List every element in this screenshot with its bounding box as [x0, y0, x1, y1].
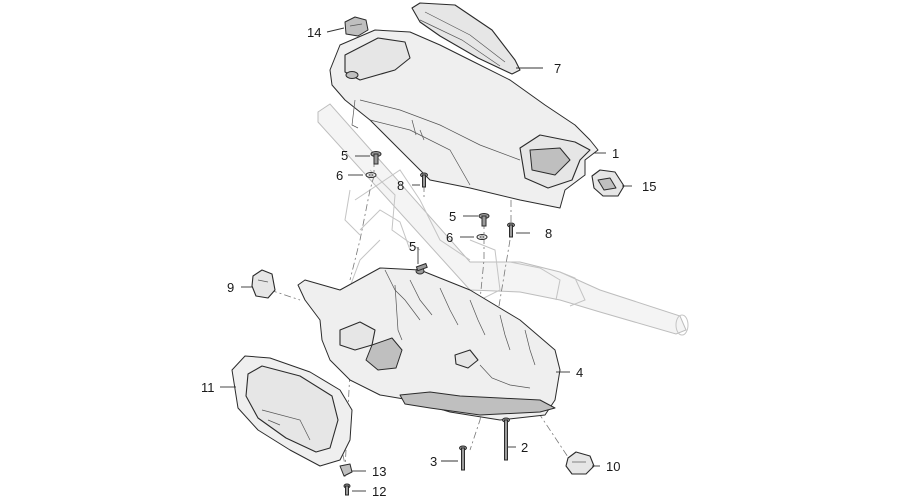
callout-15: 15 [642, 179, 656, 194]
callout-12: 12 [372, 484, 386, 498]
callout-5-middle: 5 [449, 209, 456, 224]
callout-14: 14 [307, 25, 321, 40]
part-7-top-cover [411, 2, 521, 75]
callout-2: 2 [521, 440, 528, 455]
part-15-cap [591, 169, 625, 197]
callout-11: 11 [201, 380, 215, 395]
part-4-lower-cover [297, 267, 561, 421]
callout-1: 1 [612, 146, 619, 161]
callout-labels: 1 2 3 4 5 5 5 6 6 7 8 8 9 10 11 12 13 14… [201, 25, 656, 498]
callout-5-lower: 5 [409, 239, 416, 254]
part-10-cap [565, 451, 595, 475]
callout-6-top: 6 [336, 168, 343, 183]
part-11-instrument-surround [231, 355, 353, 467]
callout-10: 10 [606, 459, 620, 474]
part-14-cap [344, 16, 369, 37]
callout-8-right: 8 [545, 226, 552, 241]
callout-6-middle: 6 [446, 230, 453, 245]
part-9-bracket [251, 269, 276, 299]
callout-7: 7 [554, 61, 561, 76]
callout-3: 3 [430, 454, 437, 469]
part-1-upper-cover [329, 29, 599, 209]
fasteners [339, 151, 515, 496]
callout-8-left: 8 [397, 178, 404, 193]
callout-9: 9 [227, 280, 234, 295]
callout-5-top: 5 [341, 148, 348, 163]
leader-lines [220, 27, 632, 492]
callout-13: 13 [372, 464, 386, 479]
callout-4: 4 [576, 365, 583, 380]
